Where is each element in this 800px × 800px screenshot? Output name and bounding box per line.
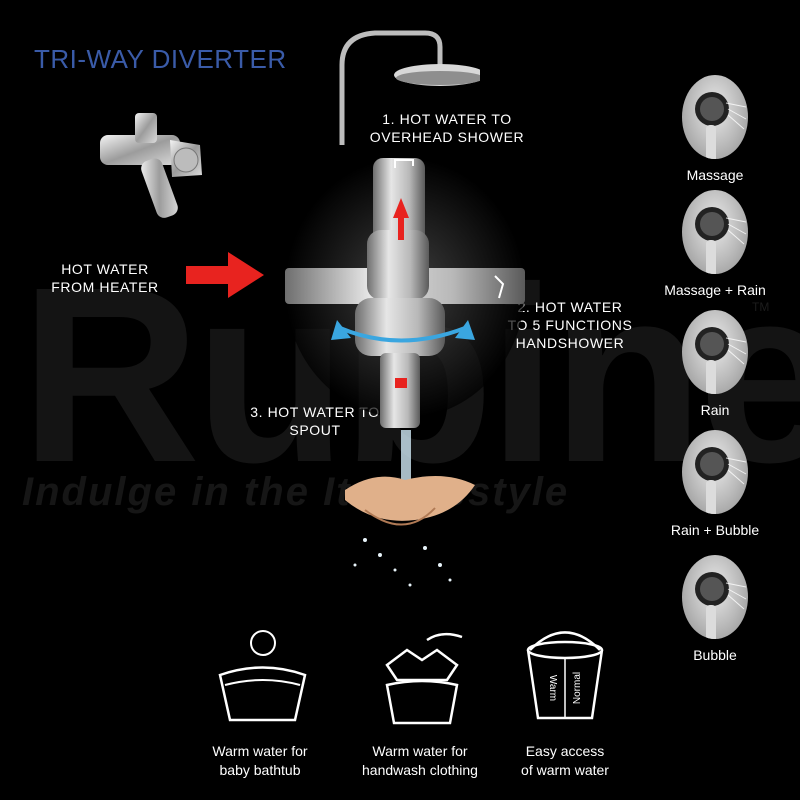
red-arrow-icon — [186, 252, 264, 298]
shower-function-item: Massage + Rain — [650, 190, 780, 298]
handshower-head-icon — [682, 555, 748, 639]
bucket-icon: Warm Normal — [526, 631, 604, 720]
hand-water-image — [345, 430, 475, 587]
shower-function-item: Rain — [650, 310, 780, 418]
diverter-valve-image — [100, 113, 202, 218]
shower-function-item: Rain + Bubble — [650, 430, 780, 538]
handshower-head-icon — [682, 190, 748, 274]
bucket-warm-label: Warm — [547, 675, 558, 701]
handshower-head-icon — [682, 430, 748, 514]
bucket-normal-label: Normal — [572, 672, 583, 704]
shower-function-label: Massage + Rain — [664, 282, 766, 298]
shower-function-label: Massage — [686, 167, 744, 183]
shower-function-label: Bubble — [693, 647, 737, 663]
shower-function-item: Bubble — [650, 555, 780, 663]
watermark-tagline: Indulge in the Ita Lifestyle — [22, 470, 570, 514]
shower-function-label: Rain + Bubble — [670, 522, 760, 538]
handshower-head-icon — [682, 310, 748, 394]
page-title: TRI-WAY DIVERTER — [34, 44, 287, 74]
handshower-head-icon — [682, 75, 748, 159]
shower-function-label: Rain — [700, 402, 730, 418]
baby-bathtub-icon — [218, 630, 307, 722]
shower-function-item: Massage — [650, 75, 780, 183]
handwash-clothing-icon — [385, 632, 463, 725]
overhead-shower-image — [339, 30, 480, 145]
watermark-tm: TM — [752, 300, 770, 314]
mixer-diverter-image — [285, 158, 525, 428]
